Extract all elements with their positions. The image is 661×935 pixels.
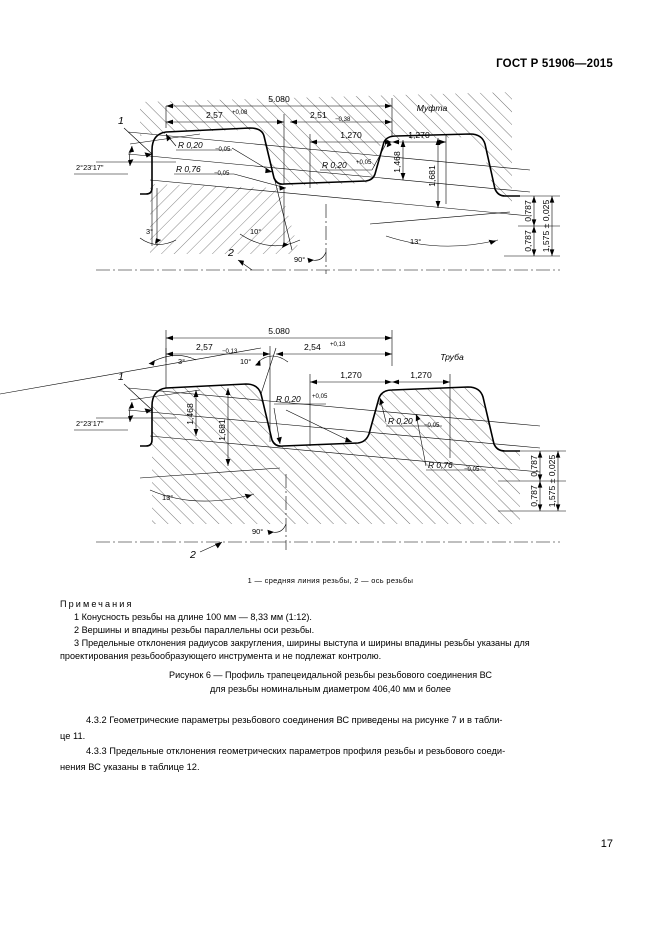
angle-3-bottom: 3° bbox=[178, 357, 185, 366]
angle-10-bottom: 10° bbox=[240, 357, 251, 366]
note-item-3: 3 Предельные отклонения радиусов закругл… bbox=[74, 638, 530, 649]
note-item-3-cont: проектирования резьбообразующего инструм… bbox=[60, 651, 382, 662]
figure-coupling-profile: 5.080 2,57 +0,08 2,51 −0,38 Муфта 1,270 bbox=[0, 84, 661, 284]
paragraph-4-3-2-line2: це 11. bbox=[60, 730, 86, 741]
dim-h-small-bottom: 1,468 bbox=[185, 403, 195, 425]
angle-10-top: 10° bbox=[250, 227, 261, 236]
dim-left-tol-top: +0,08 bbox=[232, 109, 248, 116]
angle-taper-bottom: 2°23'17" bbox=[76, 419, 104, 428]
note-item-2: 2 Вершины и впадины резьбы параллельны о… bbox=[74, 625, 315, 636]
marker-2-bottom: 2 bbox=[189, 549, 196, 561]
part-label-coupling: Муфта bbox=[417, 103, 448, 113]
dim-h-small-top: 1,468 bbox=[392, 151, 402, 173]
dim-v2-bottom: 0,787 bbox=[529, 485, 539, 507]
part-label-pipe: Труба bbox=[440, 352, 464, 362]
coupling-hatch-region bbox=[140, 92, 512, 204]
dim-left-bottom: 2,57 bbox=[196, 342, 213, 352]
dim-p2-top: 1,270 bbox=[408, 130, 430, 140]
dim-v1-top: 0,787 bbox=[523, 200, 533, 222]
thread-profile-outline-top bbox=[151, 127, 520, 197]
figure-caption-line2: для резьбы номинальным диаметром 406,40 … bbox=[209, 683, 451, 694]
radius-left-tol-bottom: +0,05 bbox=[312, 393, 328, 400]
figure-legend: 1 — средняя линия резьбы, 2 — ось резьбы bbox=[247, 576, 414, 585]
dim-right-tol-bottom: +0,13 bbox=[330, 341, 346, 348]
radius-left-bottom: R 0,20 bbox=[276, 394, 301, 404]
radius-root-top: R 0,76 bbox=[176, 164, 201, 174]
angle-13-top: 13° bbox=[410, 237, 421, 246]
radius-right-tol-top: +0,05 bbox=[356, 159, 372, 166]
paragraph-4-3-3-line2: нения ВС указаны в таблице 12. bbox=[60, 761, 200, 772]
pipe-hatch-region bbox=[152, 384, 520, 524]
note-item-1: 1 Конусность резьбы на длине 100 мм — 8,… bbox=[74, 612, 312, 623]
figure-caption-line1: Рисунок 6 — Профиль трапецеидальной резь… bbox=[169, 670, 492, 680]
mean-thread-line-bottom bbox=[127, 409, 541, 449]
radius-mid-tol-bottom: −0,05 bbox=[424, 422, 440, 429]
dim-v3-top: 1,575 ± 0,025 bbox=[541, 200, 551, 253]
angle-90-bottom: 90° bbox=[252, 527, 263, 536]
dim-v2-top: 0,787 bbox=[523, 230, 533, 252]
dim-v1-bottom: 0,787 bbox=[529, 455, 539, 477]
dim-left-top: 2,57 bbox=[206, 110, 223, 120]
mean-thread-line bbox=[127, 153, 531, 193]
notes-block: Примечания 1 Конусность резьбы на длине … bbox=[60, 598, 601, 663]
crest-taper-line bbox=[127, 131, 531, 171]
figure-caption: Рисунок 6 — Профиль трапецеидальной резь… bbox=[0, 669, 661, 696]
thread-profile-outline-bottom bbox=[140, 383, 520, 452]
notes-heading: Примечания bbox=[60, 599, 134, 609]
dim-right-tol-top: −0,38 bbox=[335, 116, 351, 123]
root-taper-line-bottom bbox=[149, 435, 541, 473]
radius-mid-bottom: R 0,20 bbox=[388, 416, 413, 426]
dim-overall-bottom: 5.080 bbox=[268, 326, 290, 336]
page-number: 17 bbox=[600, 838, 613, 850]
dim-h-big-bottom: 1,681 bbox=[217, 419, 227, 441]
dim-right-bottom: 2,54 bbox=[304, 342, 321, 352]
root-taper-line bbox=[149, 179, 531, 217]
angle-13-bottom: 13° bbox=[162, 493, 173, 502]
radius-crest-top: R 0,20 bbox=[178, 140, 203, 150]
radius-root-bottom: R 0,76 bbox=[428, 460, 453, 470]
dim-p1-bottom: 1,270 bbox=[340, 370, 362, 380]
body-text: 4.3.2 Геометрические параметры резьбовог… bbox=[60, 713, 601, 775]
figure-pipe-profile: 5.080 2,57 −0,13 2,54 +0,13 Труба 1,270 bbox=[0, 318, 661, 566]
marker-1-top: 1 bbox=[118, 115, 124, 127]
dim-left-tol-bottom: −0,13 bbox=[222, 348, 238, 355]
paragraph-4-3-2-line1: 4.3.2 Геометрические параметры резьбовог… bbox=[86, 715, 503, 725]
dim-v3-bottom: 1,575 ± 0,025 bbox=[547, 455, 557, 508]
angle-90-top: 90° bbox=[294, 255, 305, 264]
paragraph-4-3-3-line1: 4.3.3 Предельные отклонения геометрическ… bbox=[86, 746, 506, 757]
radius-root-tol-bottom: −0,05 bbox=[464, 466, 480, 473]
radius-root-tol-top: −0,05 bbox=[214, 170, 230, 177]
marker-1-bottom: 1 bbox=[118, 371, 124, 383]
marker-2-top: 2 bbox=[227, 247, 234, 259]
angle-taper-top: 2°23'17" bbox=[76, 163, 104, 172]
radius-right-top: R 0,20 bbox=[322, 160, 347, 170]
dim-p1-top: 1,270 bbox=[340, 130, 362, 140]
standard-header: ГОСТ Р 51906—2015 bbox=[496, 58, 613, 70]
dim-p2-bottom: 1,270 bbox=[410, 370, 432, 380]
dim-overall-top: 5.080 bbox=[268, 94, 290, 104]
dim-h-big-top: 1,681 bbox=[427, 165, 437, 187]
angle-3-top: 3° bbox=[146, 227, 153, 236]
dim-right-top: 2,51 bbox=[310, 110, 327, 120]
radius-crest-tol-top: −0,05 bbox=[215, 146, 231, 153]
